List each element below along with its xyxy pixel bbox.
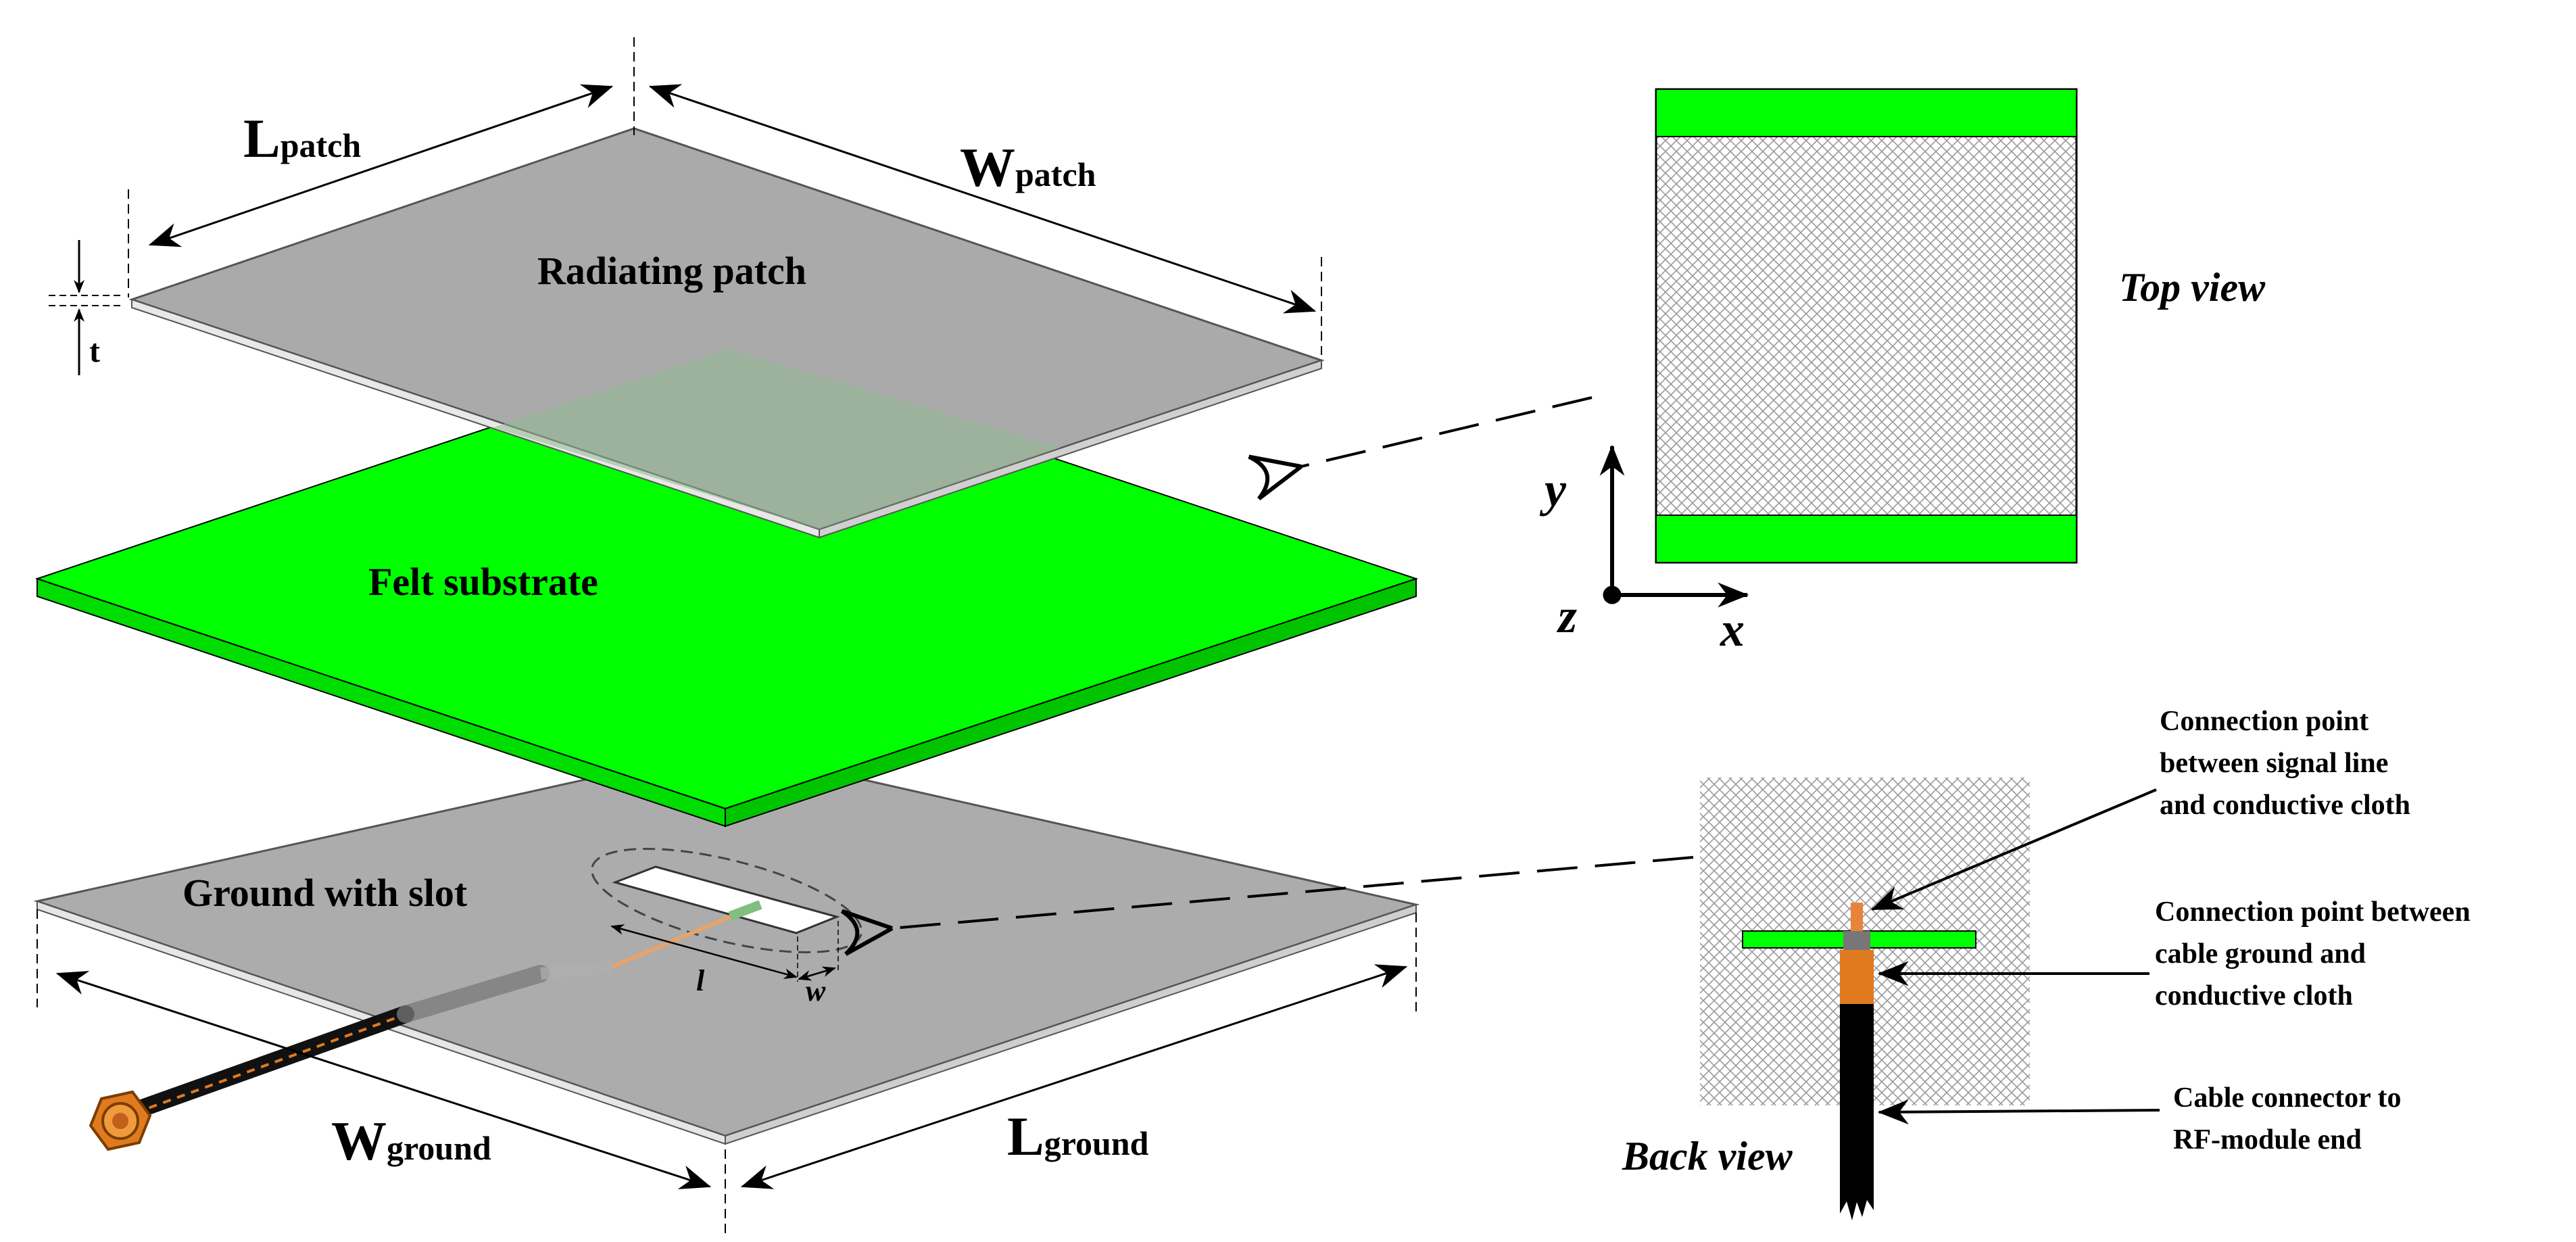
back-view-panel xyxy=(1700,778,2030,1220)
svg-text:Wpatch: Wpatch xyxy=(960,137,1096,198)
patch-label: Radiating patch xyxy=(537,249,806,293)
slot-length-label: l xyxy=(696,964,705,997)
dim-l-patch: Lpatch xyxy=(243,108,361,169)
axis-triad xyxy=(1599,444,1749,608)
thickness-label: t xyxy=(89,333,100,369)
svg-text:Connection point: Connection point xyxy=(2160,706,2368,737)
svg-text:between signal line: between signal line xyxy=(2160,748,2388,779)
axis-y-label: y xyxy=(1539,462,1567,517)
svg-text:Wground: Wground xyxy=(331,1110,491,1172)
svg-text:RF-module end: RF-module end xyxy=(2173,1124,2362,1155)
felt-substrate xyxy=(34,348,1419,828)
svg-text:conductive cloth: conductive cloth xyxy=(2155,980,2353,1011)
svg-text:Lground: Lground xyxy=(1007,1105,1149,1167)
top-view-title: Top view xyxy=(2119,265,2266,310)
svg-text:Connection point between: Connection point between xyxy=(2155,897,2471,928)
annotation-arrows xyxy=(1870,788,2160,1125)
axis-z-label: z xyxy=(1556,589,1577,643)
svg-text:Cable connector to: Cable connector to xyxy=(2173,1082,2402,1114)
ground-dimensions xyxy=(37,909,1417,1234)
slot-dimensions xyxy=(610,921,839,982)
annotation-cable-connector: Cable connector to RF-module end xyxy=(2173,1082,2402,1155)
patch-dimensions xyxy=(128,37,1322,355)
substrate-label: Felt substrate xyxy=(368,560,598,604)
axis-x-label: x xyxy=(1720,602,1745,656)
dim-w-patch: Wpatch xyxy=(960,137,1096,198)
dim-w-ground: Wground xyxy=(331,1110,491,1172)
back-view-callout xyxy=(840,856,1694,956)
svg-text:Lpatch: Lpatch xyxy=(243,108,361,169)
back-view-title: Back view xyxy=(1622,1134,1793,1178)
annotation-ground-connection: Connection point between cable ground an… xyxy=(2155,897,2471,1011)
ground-label: Ground with slot xyxy=(183,871,468,915)
svg-text:cable ground and: cable ground and xyxy=(2155,938,2366,970)
slot-width-label: w xyxy=(806,974,826,1007)
dim-l-ground: Lground xyxy=(1007,1105,1149,1167)
dim-thickness xyxy=(49,240,123,375)
top-view-panel xyxy=(1655,88,2078,564)
annotation-signal-connection: Connection point between signal line and… xyxy=(2160,706,2410,821)
svg-text:and conductive cloth: and conductive cloth xyxy=(2160,790,2410,821)
top-view-callout xyxy=(1248,396,1593,501)
